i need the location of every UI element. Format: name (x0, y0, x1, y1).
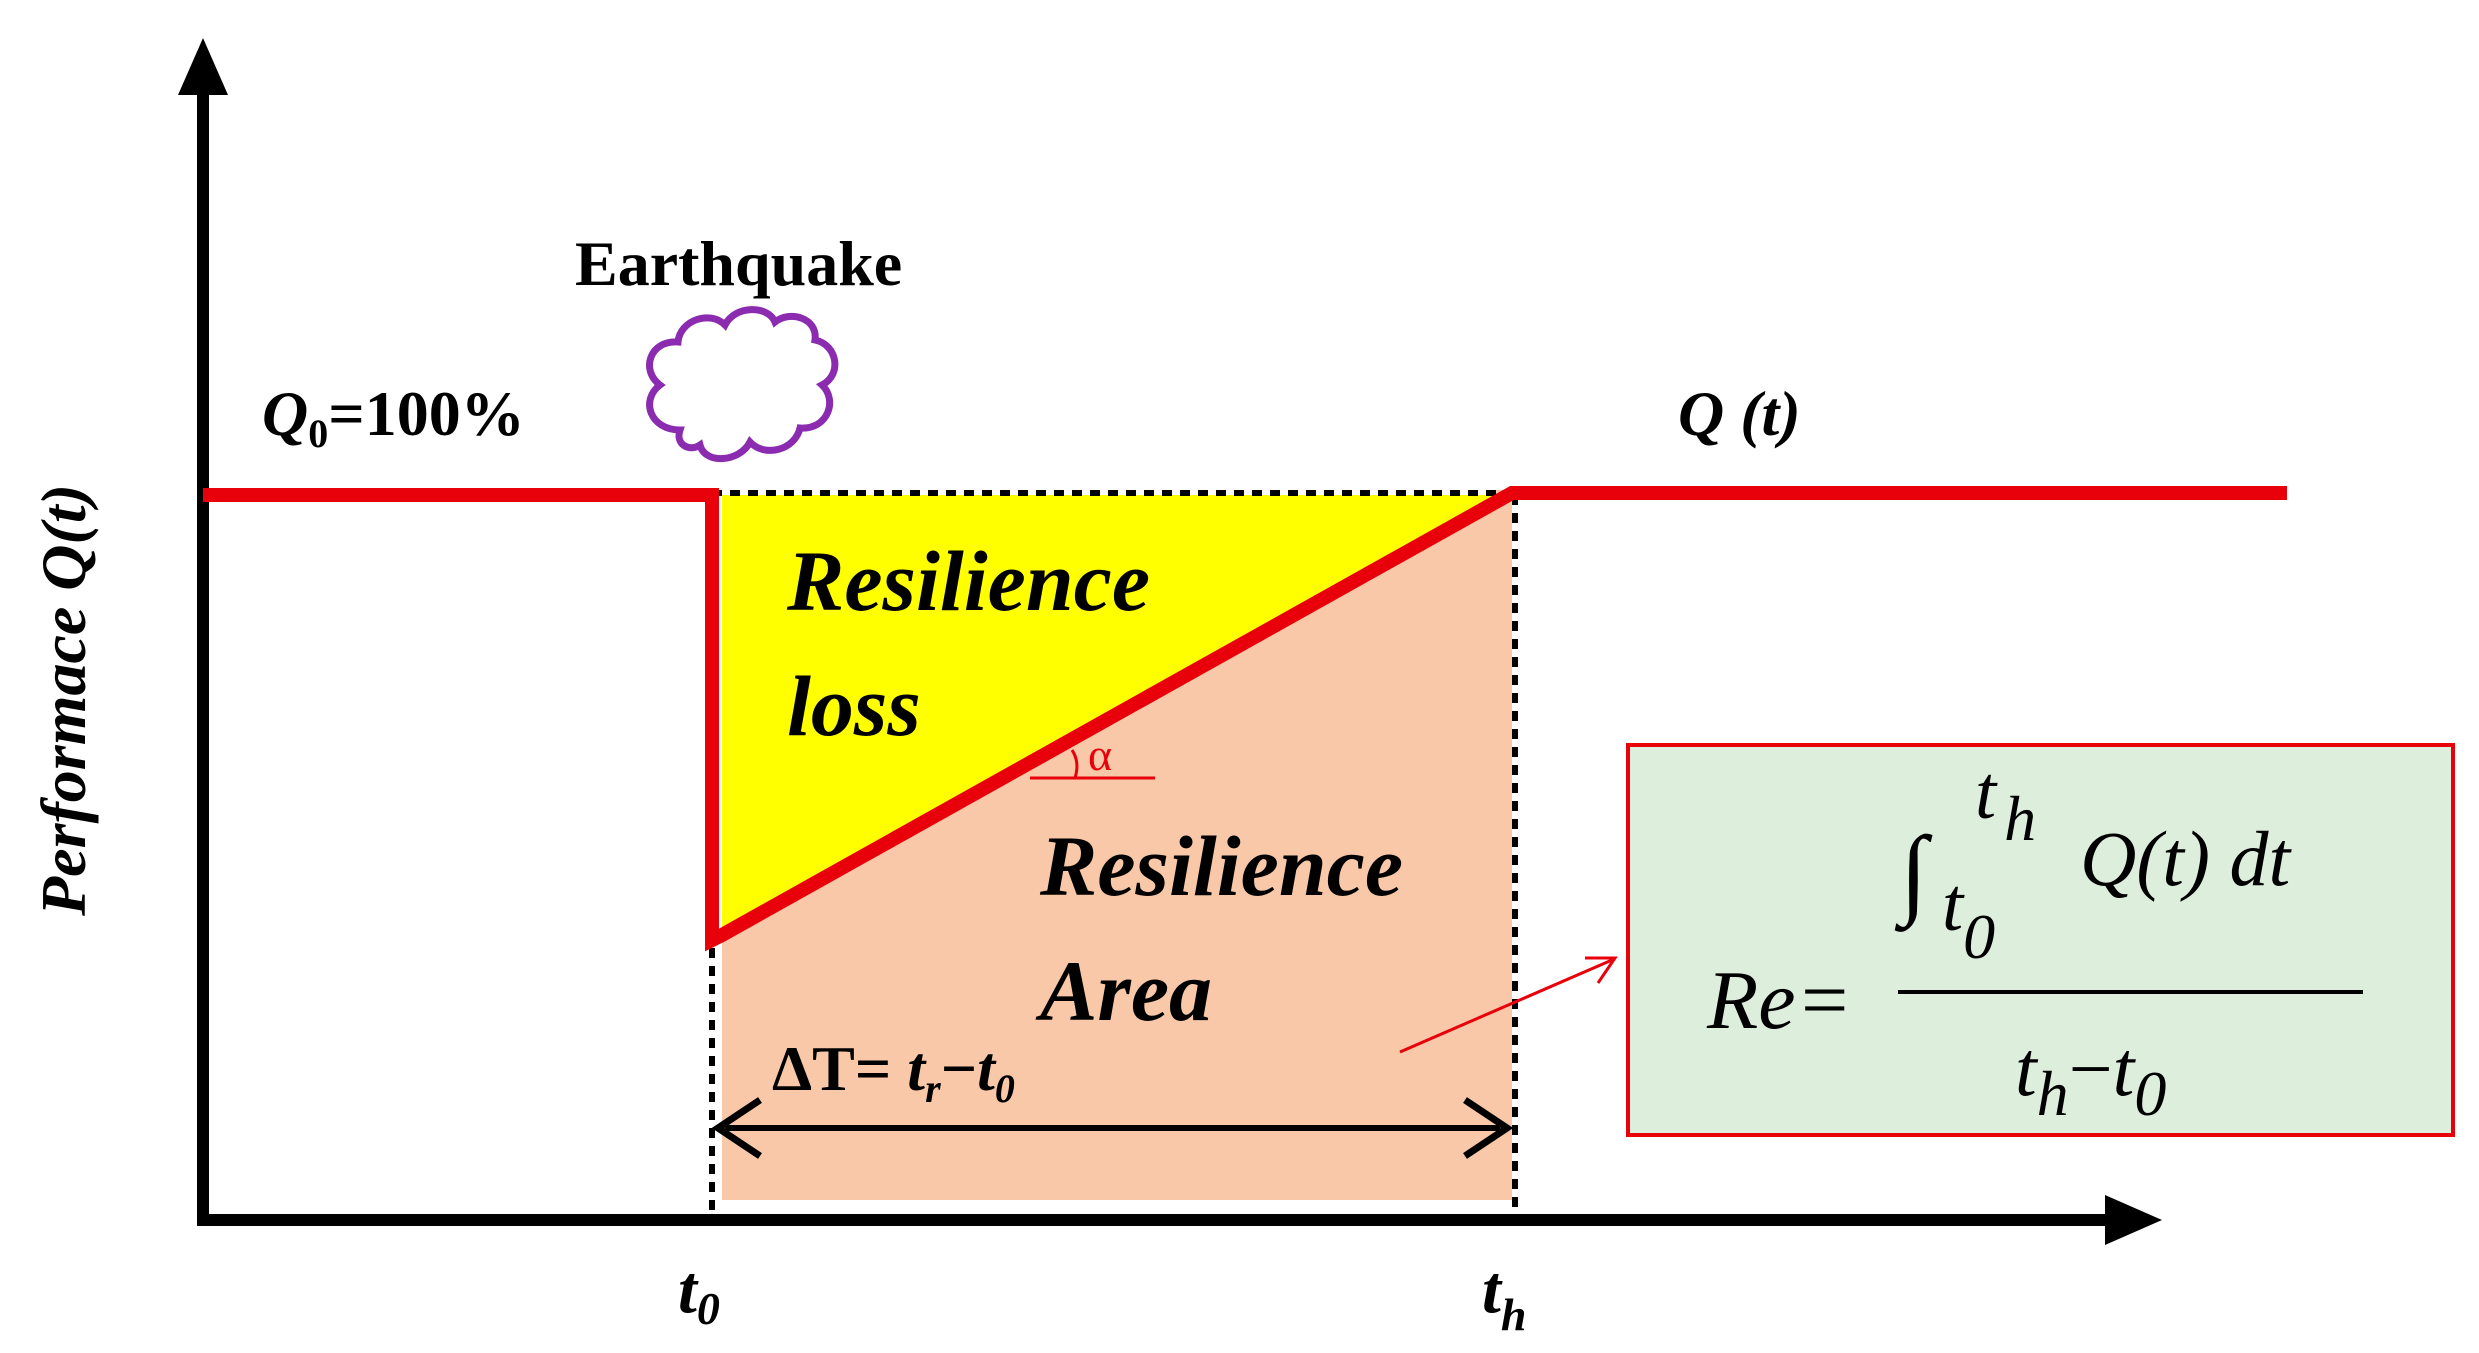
earthquake-label: Earthquake (575, 228, 902, 299)
delta-t-tr-sub: r (925, 1066, 941, 1111)
formula-lhs: Re= (1706, 954, 1852, 1047)
delta-t-tr: t (907, 1033, 927, 1104)
delta-t-t0: t (977, 1033, 997, 1104)
qt-label: Q (t) (1678, 378, 1801, 449)
delta-t-prefix: ΔT= (772, 1033, 907, 1104)
formula-den-a-base: t (2015, 1025, 2039, 1112)
formula-den-b-sub: 0 (2134, 1058, 2166, 1129)
formula-integral-sign: ∫ (1894, 816, 1933, 932)
resilience-loss-line2: loss (787, 658, 921, 754)
formula-upper-base: t (1975, 751, 1998, 835)
q0-subscript: 0 (308, 411, 328, 456)
alpha-arc (1070, 749, 1079, 779)
x-tick-t0-sub: 0 (697, 1283, 720, 1334)
formula-integrand: Q(t) dt (2080, 815, 2292, 902)
x-tick-th-base: t (1482, 1251, 1503, 1327)
resilience-area-line2: Area (1035, 943, 1212, 1039)
resilience-area-line1: Resilience (1039, 818, 1403, 914)
formula-pointer-head (1585, 956, 1618, 984)
y-axis-arrow (178, 38, 228, 95)
x-tick-th: th (1482, 1251, 1527, 1340)
delta-t-t0-sub: 0 (995, 1066, 1015, 1111)
delta-t-minus: − (941, 1033, 977, 1104)
formula-lower-base: t (1942, 863, 1965, 947)
q0-symbol: Q (262, 378, 308, 449)
x-tick-t0-base: t (678, 1251, 699, 1327)
cloud-icon (646, 306, 839, 463)
formula-den-a-sub: h (2037, 1058, 2069, 1129)
delta-t-label: ΔT= tr−t0 (772, 1033, 1015, 1111)
delta-t-arrow-left-head (711, 1097, 762, 1159)
resilience-loss-line1: Resilience (786, 533, 1150, 629)
resilience-area-fill (722, 490, 1512, 1200)
formula-den-b-base: t (2113, 1025, 2137, 1112)
x-tick-t0: t0 (678, 1251, 720, 1334)
formula-pointer-line (1399, 958, 1613, 1054)
x-tick-th-sub: h (1501, 1289, 1527, 1340)
x-axis-arrow (2105, 1195, 2162, 1245)
delta-t-arrow-right-head (1463, 1097, 1514, 1159)
alpha-label: α (1088, 729, 1112, 780)
formula-lower-sub: 0 (1963, 901, 1995, 972)
formula-lower-limit: t0 (1942, 863, 1995, 972)
formula-denominator: th−t0 (2015, 1025, 2166, 1129)
q0-label: Q0=100% (262, 378, 525, 456)
q0-value: =100% (328, 378, 524, 449)
formula-den-minus: − (2069, 1025, 2113, 1112)
y-axis-label: Performace Q(t) (28, 484, 99, 917)
formula-upper-sub: h (2004, 783, 2036, 854)
formula-box (1626, 743, 2455, 1137)
resilience-area-fill-right (1490, 490, 1512, 1200)
performance-line (203, 486, 2287, 952)
